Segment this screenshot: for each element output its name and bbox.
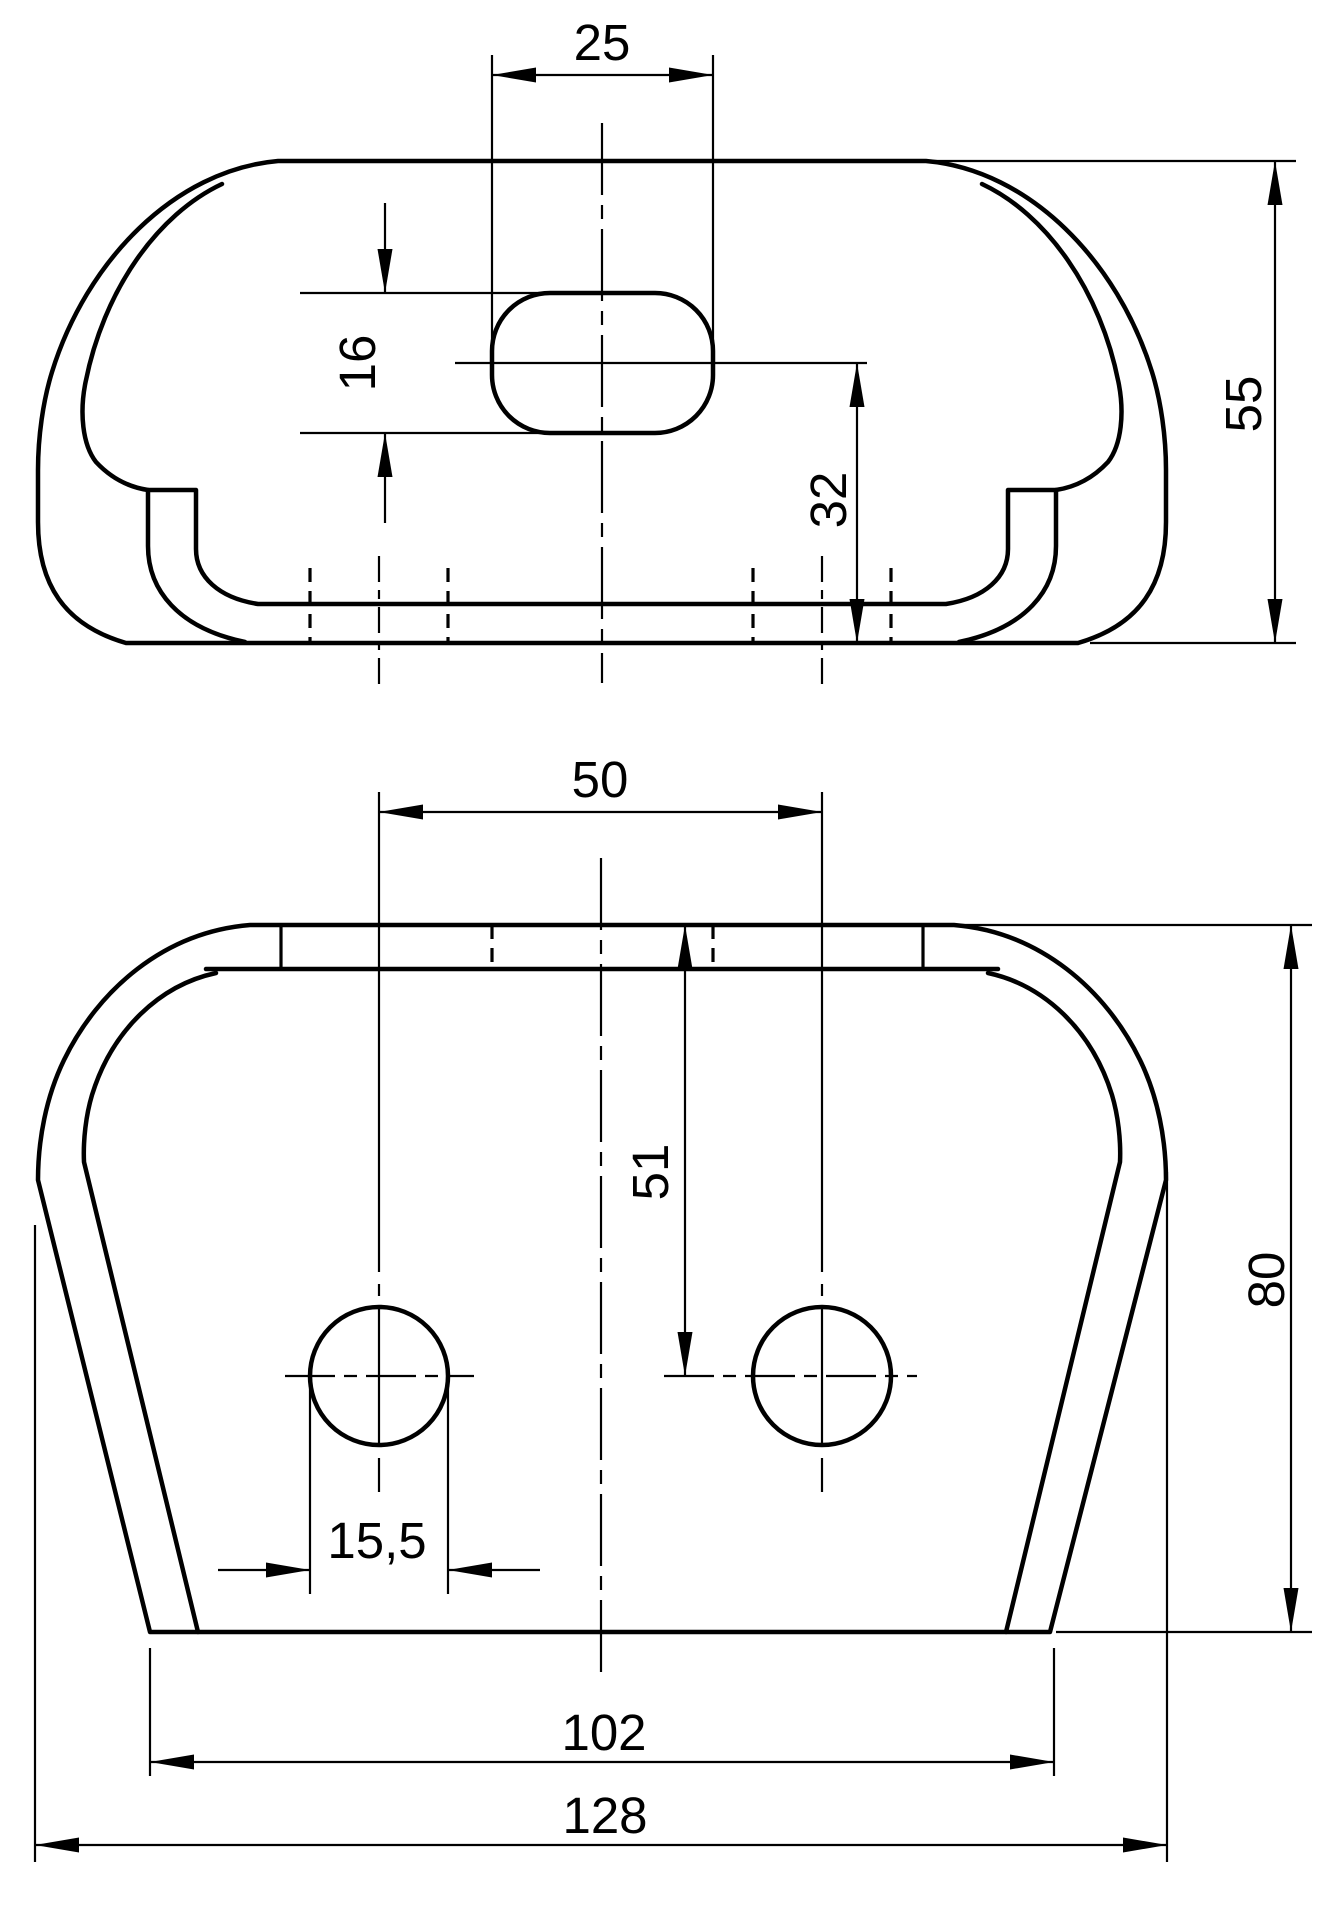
- dim-label-15-5: 15,5: [327, 1512, 426, 1569]
- dim102-arrow-left: [150, 1754, 194, 1770]
- dim-label-80: 80: [1238, 1252, 1295, 1309]
- front-view-inner-contour-right: [985, 970, 1123, 1635]
- top-view: 25 16 32 55: [35, 14, 1296, 688]
- dim128-arrow-left: [35, 1837, 79, 1853]
- front-view-outer-contour: [35, 922, 1169, 1635]
- dim50-arrow-right: [778, 804, 822, 820]
- dim50-arrow-left: [379, 804, 423, 820]
- dim-label-55: 55: [1215, 376, 1272, 433]
- dim-label-50: 50: [572, 751, 629, 808]
- top-view-inner-contour: [80, 181, 1124, 607]
- front-view: 50 51 80 15,5: [33, 751, 1312, 1862]
- dimension-55: 55: [930, 159, 1296, 645]
- dim16-arrow-down: [377, 249, 393, 293]
- hole-right: [750, 1304, 894, 1448]
- dim51-arrow-down: [677, 1332, 693, 1376]
- dim25-arrow-left: [492, 67, 536, 83]
- dimension-15-5: 15,5: [218, 1388, 540, 1594]
- dim32-arrow-down: [849, 599, 865, 643]
- dim-label-51: 51: [622, 1144, 679, 1201]
- top-view-outer-contour: [35, 158, 1169, 646]
- dim155-arrow-right: [266, 1562, 310, 1578]
- dimension-51: 51: [622, 925, 693, 1376]
- dim-label-16: 16: [329, 335, 386, 392]
- dimension-25: 25: [490, 14, 715, 363]
- dim155-arrow-left: [448, 1562, 492, 1578]
- dim55-arrow-down: [1267, 599, 1283, 643]
- dimension-80: 80: [960, 923, 1312, 1634]
- top-view-inner-wall-right: [956, 487, 1059, 645]
- dim-label-128: 128: [562, 1787, 647, 1844]
- hole-left: [307, 1304, 451, 1448]
- dim-label-102: 102: [561, 1704, 646, 1761]
- dim102-arrow-right: [1010, 1754, 1054, 1770]
- dim32-arrow-up: [849, 363, 865, 407]
- dimension-16: 16: [300, 203, 549, 523]
- dim80-arrow-down: [1283, 1588, 1299, 1632]
- front-view-inner-contour-left: [81, 970, 219, 1635]
- dimension-102: 102: [148, 1648, 1056, 1776]
- dim55-arrow-up: [1267, 161, 1283, 205]
- dim-label-25: 25: [574, 14, 631, 71]
- dim128-arrow-right: [1123, 1837, 1167, 1853]
- dim-label-32: 32: [800, 472, 857, 529]
- dimension-32: 32: [800, 363, 865, 643]
- dimension-50: 50: [379, 751, 822, 820]
- dimension-128: 128: [33, 1172, 1169, 1862]
- dim80-arrow-up: [1283, 925, 1299, 969]
- top-view-inner-wall-left: [145, 487, 248, 645]
- dim25-arrow-right: [669, 67, 713, 83]
- dim51-arrow-up: [677, 925, 693, 969]
- dim16-arrow-up: [377, 433, 393, 477]
